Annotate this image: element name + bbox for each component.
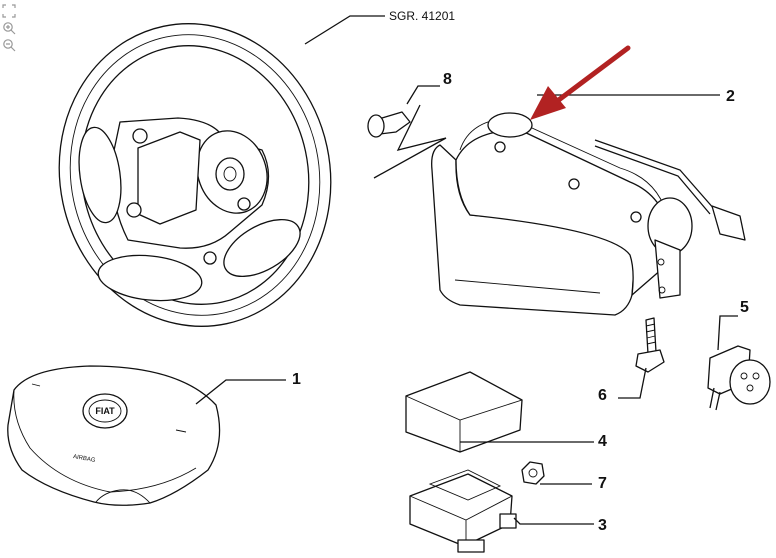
viewer-toolbar xyxy=(2,4,18,55)
callout-8: 8 xyxy=(443,71,452,88)
callout-7: 7 xyxy=(598,475,607,492)
airbag-control-unit xyxy=(405,371,523,453)
airbag-text: AIRBAG xyxy=(72,454,96,464)
zoom-in-icon[interactable] xyxy=(2,21,16,35)
steering-wheel xyxy=(58,23,332,327)
highlight-arrow xyxy=(530,45,631,120)
callout-3: 3 xyxy=(598,517,607,534)
diagram-reference-label: SGR. 41201 xyxy=(389,9,455,23)
mounting-bracket xyxy=(409,469,517,553)
callout-5: 5 xyxy=(740,299,749,316)
callout-1: 1 xyxy=(292,371,301,388)
zoom-out-icon[interactable] xyxy=(2,38,16,52)
callout-2: 2 xyxy=(726,88,735,105)
fit-icon[interactable] xyxy=(2,4,16,18)
airbag-cover: FIAT AIRBAG xyxy=(7,365,221,506)
retaining-nut xyxy=(521,461,545,485)
passenger-airbag-module xyxy=(431,112,746,316)
clock-spring-connector xyxy=(707,345,771,411)
callout-6: 6 xyxy=(598,387,607,404)
callout-4: 4 xyxy=(598,433,607,450)
emblem-text: FIAT xyxy=(95,406,115,416)
fastener-clip xyxy=(367,104,447,179)
mounting-bolt xyxy=(635,317,665,373)
